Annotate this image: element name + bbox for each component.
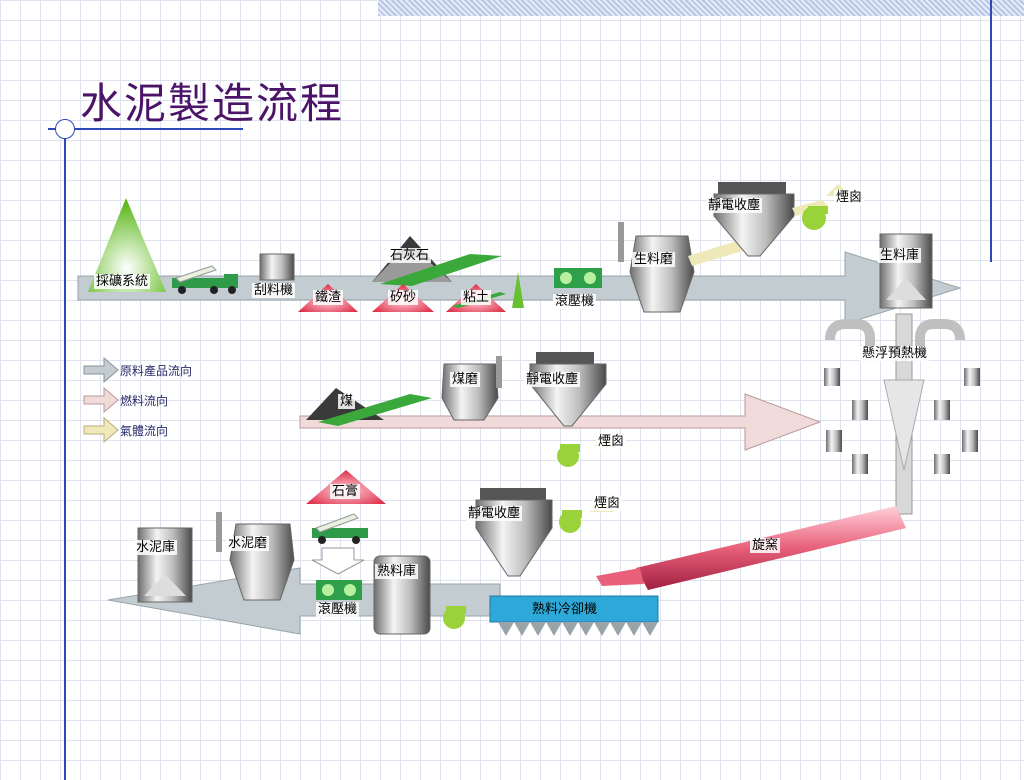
top-pattern-band (378, 0, 1024, 16)
label-preheater: 懸浮預熱機 (860, 346, 930, 361)
legend-raw-arrow (83, 356, 119, 384)
label-esp-1: 靜電收塵 (706, 198, 763, 213)
label-mining: 採礦系統 (94, 274, 151, 289)
label-limestone: 石灰石 (388, 248, 432, 263)
coal-mill-icon (441, 356, 502, 421)
truck-icon (172, 265, 238, 294)
scraper-machine-icon (259, 253, 295, 281)
title-underline (48, 128, 243, 130)
legend-fuel-arrow (83, 386, 119, 414)
raw-silo-icon (879, 233, 933, 309)
fan-4-icon (443, 606, 466, 629)
roller-press-1-icon (554, 268, 602, 288)
cone-icon (512, 272, 524, 308)
label-gypsum: 石膏 (330, 484, 361, 499)
label-cement-mill: 水泥磨 (226, 536, 270, 551)
label-roller-1: 滾壓機 (553, 294, 597, 309)
label-chimney-1: 煙囪 (834, 190, 865, 205)
legend-gas-label: 氣體流向 (120, 424, 169, 438)
roller-press-2-icon (316, 580, 362, 600)
label-kiln: 旋窯 (750, 538, 781, 553)
esp-2-icon (529, 352, 607, 427)
legend-raw-label: 原料產品流向 (120, 364, 193, 378)
label-clinker-silo: 熟料庫 (375, 564, 419, 579)
legend-fuel-label: 燃料流向 (120, 394, 169, 408)
label-esp-3: 靜電收塵 (466, 506, 523, 521)
esp-3-icon (475, 488, 553, 577)
label-clay: 粘土 (461, 290, 492, 305)
mining-pile-icon (88, 198, 166, 292)
preheater-tower-icon (824, 313, 980, 515)
label-chimney-3: 煙囪 (592, 496, 623, 511)
legend-gas-arrow (83, 416, 119, 444)
clinker-cooler-icon (489, 595, 659, 636)
label-raw-mill: 生料磨 (632, 252, 676, 267)
right-rule (990, 0, 992, 262)
label-silica: 矽砂 (388, 290, 419, 305)
page-title: 水泥製造流程 (80, 79, 345, 128)
label-slag: 鐵渣 (313, 290, 344, 305)
label-esp-2: 靜電收塵 (524, 372, 581, 387)
left-rule (64, 120, 66, 780)
label-scraper: 刮料機 (252, 283, 296, 298)
label-roller-2: 滾壓機 (316, 602, 360, 617)
rule-circle (55, 119, 75, 139)
label-raw-silo: 生料庫 (878, 248, 922, 263)
label-cooler: 熟料冷卻機 (532, 602, 598, 617)
label-chimney-2: 煙囪 (596, 434, 627, 449)
label-coal-mill: 煤磨 (450, 372, 481, 387)
fuel-flow-arrow (299, 393, 822, 451)
label-cement-silo: 水泥庫 (134, 540, 178, 555)
label-coal: 煤 (338, 394, 356, 409)
